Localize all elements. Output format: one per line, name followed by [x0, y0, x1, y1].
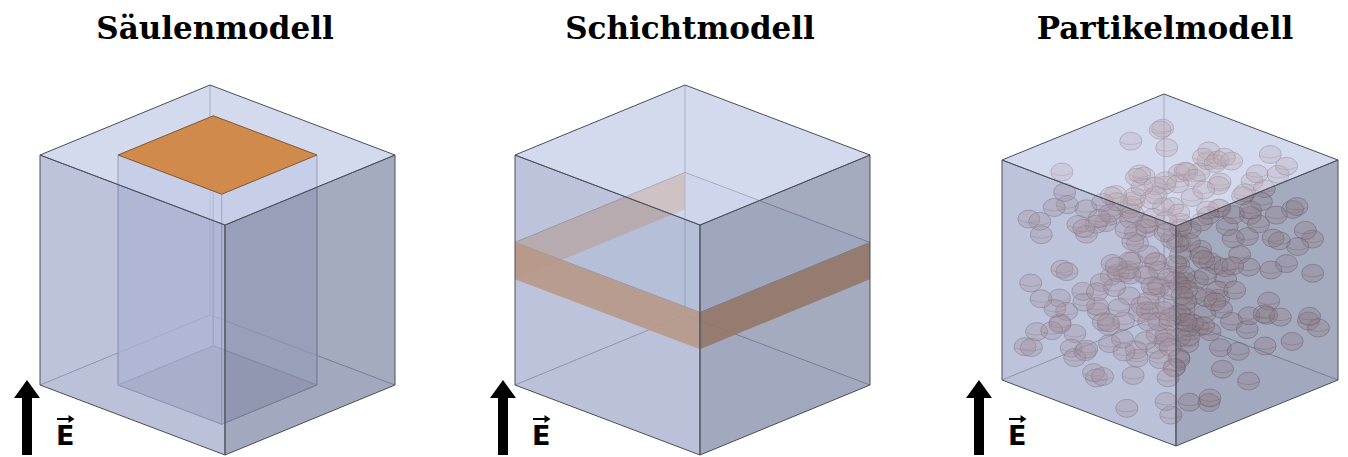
cube-drawings: [40, 85, 1338, 455]
vector-arrow: [533, 418, 546, 420]
column-top: [118, 116, 317, 194]
vector-arrow: [57, 418, 70, 420]
field-arrow: [14, 380, 40, 455]
field-label: E: [56, 420, 74, 451]
field-label: E: [1008, 420, 1026, 451]
vector-arrow: [1009, 418, 1022, 420]
field-arrow: [490, 380, 516, 455]
field-arrows: [14, 380, 992, 455]
cube-top: [1002, 94, 1338, 226]
cube-top: [40, 85, 395, 225]
model-title: Schichtmodell: [565, 10, 815, 46]
field-arrow: [966, 380, 992, 455]
model-title: Partikelmodell: [1037, 10, 1293, 46]
cube-top: [515, 85, 870, 225]
field-label: E: [532, 420, 550, 451]
model-title: Säulenmodell: [96, 10, 333, 46]
